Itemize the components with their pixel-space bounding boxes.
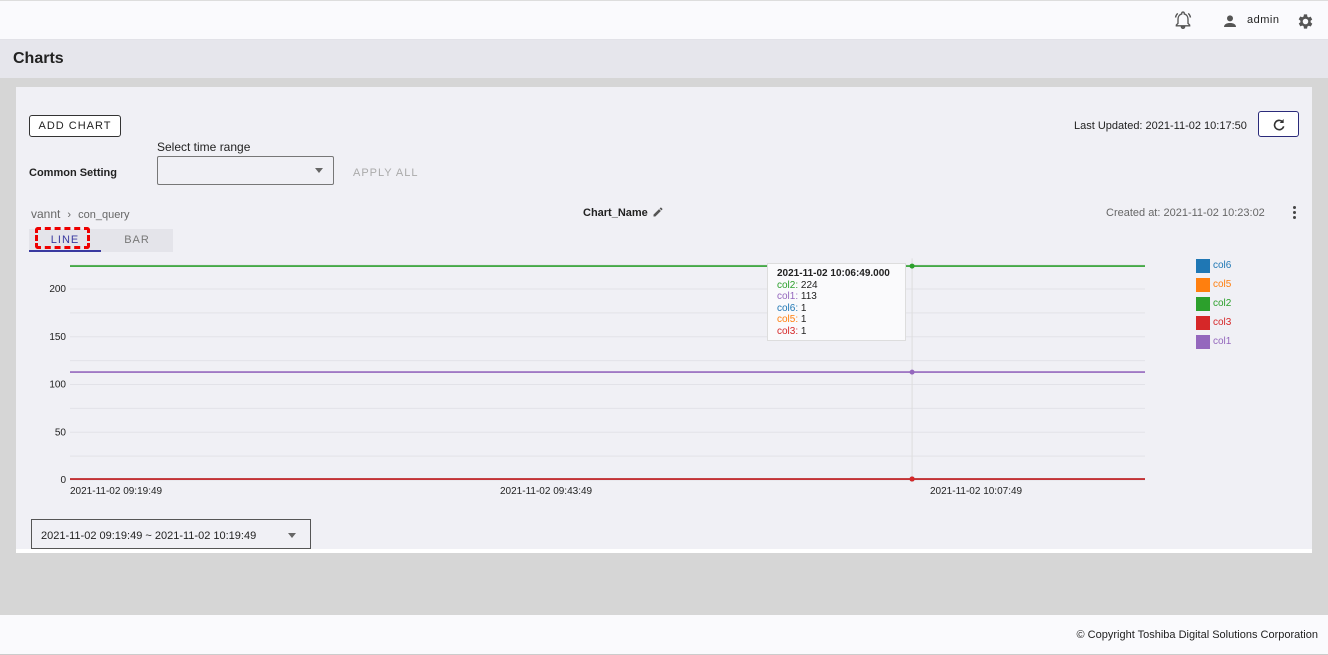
legend-label: col6	[1213, 260, 1232, 271]
chevron-down-icon	[315, 168, 323, 173]
legend-item-col2[interactable]: col2	[1196, 294, 1231, 313]
refresh-button[interactable]	[1258, 111, 1299, 137]
chart-legend: col6 col5 col2 col3 col1	[1196, 256, 1231, 351]
time-range-label: Select time range	[157, 140, 251, 154]
apply-all-button[interactable]: APPLY ALL	[353, 167, 419, 179]
tooltip-series-name: col3:	[777, 325, 801, 337]
legend-label: col5	[1213, 279, 1232, 290]
refresh-icon	[1273, 119, 1285, 131]
line-chart[interactable]: 0 50 100 150 200 2021-11-02 09:19:49 2021-11-0…	[16, 247, 1312, 497]
date-range-select[interactable]: 2021-11-02 09:19:49 ~ 2021-11-02 10:19:4…	[31, 519, 311, 549]
add-chart-button[interactable]: ADD CHART	[29, 115, 121, 137]
chart-name: Chart_Name	[583, 207, 648, 219]
legend-item-col5[interactable]: col5	[1196, 275, 1231, 294]
legend-label: col2	[1213, 298, 1232, 309]
tooltip-series-name: col1:	[777, 291, 801, 302]
created-at: Created at: 2021-11-02 10:23:02	[1106, 207, 1265, 219]
more-options-icon[interactable]	[1293, 206, 1297, 219]
page-header: Charts	[0, 40, 1328, 78]
tooltip-series-name: col2:	[777, 279, 801, 291]
data-point-col2	[909, 263, 915, 269]
tooltip-row: col3: 1	[777, 326, 896, 338]
tooltip-value: 1	[800, 314, 807, 325]
tooltip-series-name: col6:	[777, 302, 801, 314]
tooltip-value: 1	[800, 302, 807, 314]
gear-icon[interactable]	[1296, 12, 1315, 31]
y-tick-label: 200	[49, 284, 66, 295]
x-tick-label: 2021-11-02 10:07:49	[930, 486, 1023, 497]
user-icon[interactable]	[1222, 13, 1238, 29]
chart-type-tabs: LINE BAR	[29, 227, 173, 252]
common-setting-label: Common Setting	[29, 167, 117, 179]
tooltip-row: col6: 1	[777, 303, 896, 315]
data-point-col3	[909, 476, 915, 482]
breadcrumb-item[interactable]: con_query	[78, 209, 130, 221]
legend-label: col1	[1213, 336, 1232, 347]
time-range-select[interactable]	[157, 156, 334, 185]
legend-item-col1[interactable]: col1	[1196, 332, 1231, 351]
footer: © Copyright Toshiba Digital Solutions Co…	[0, 615, 1328, 655]
tooltip-value: 113	[800, 291, 817, 302]
legend-label: col3	[1213, 317, 1232, 328]
tab-bar[interactable]: BAR	[124, 234, 150, 246]
tooltip-series-name: col5:	[777, 314, 801, 325]
breadcrumb-item[interactable]: vannt	[31, 207, 61, 221]
bell-icon[interactable]	[1173, 10, 1193, 30]
legend-swatch	[1196, 296, 1210, 311]
chevron-down-icon	[288, 533, 296, 538]
y-tick-label: 50	[55, 427, 67, 438]
legend-swatch	[1196, 258, 1210, 273]
breadcrumb: vannt › con_query	[31, 207, 130, 221]
tooltip-value: 224	[800, 279, 818, 291]
chart-card: ADD CHART Last Updated: 2021-11-02 10:17…	[16, 87, 1312, 553]
edit-icon[interactable]	[652, 206, 664, 218]
date-range-value: 2021-11-02 09:19:49 ~ 2021-11-02 10:19:4…	[41, 530, 257, 542]
legend-swatch	[1196, 277, 1210, 292]
x-tick-label: 2021-11-02 09:43:49	[500, 486, 593, 497]
page-title: Charts	[13, 50, 64, 67]
data-point-col1	[909, 369, 915, 375]
tooltip-title: 2021-11-02 10:06:49.000	[777, 268, 890, 279]
legend-item-col6[interactable]: col6	[1196, 256, 1231, 275]
tooltip-row: col1: 113	[777, 291, 896, 303]
y-tick-label: 100	[49, 380, 66, 391]
legend-swatch	[1196, 334, 1210, 349]
highlight-marker	[35, 227, 90, 249]
tooltip-row: col5: 1	[777, 314, 896, 326]
tooltip-value: 1	[800, 325, 807, 337]
last-updated: Last Updated: 2021-11-02 10:17:50	[1074, 120, 1247, 132]
y-tick-label: 150	[49, 332, 66, 343]
copyright: © Copyright Toshiba Digital Solutions Co…	[1076, 629, 1318, 641]
tooltip-row: col2: 224	[777, 280, 896, 292]
tab-line[interactable]: LINE	[29, 229, 101, 252]
x-tick-label: 2021-11-02 09:19:49	[70, 486, 163, 497]
username[interactable]: admin	[1247, 14, 1280, 26]
legend-swatch	[1196, 315, 1210, 330]
chevron-right-icon: ›	[67, 209, 72, 221]
top-bar: admin	[0, 0, 1328, 40]
legend-item-col3[interactable]: col3	[1196, 313, 1231, 332]
y-tick-label: 0	[60, 475, 66, 486]
